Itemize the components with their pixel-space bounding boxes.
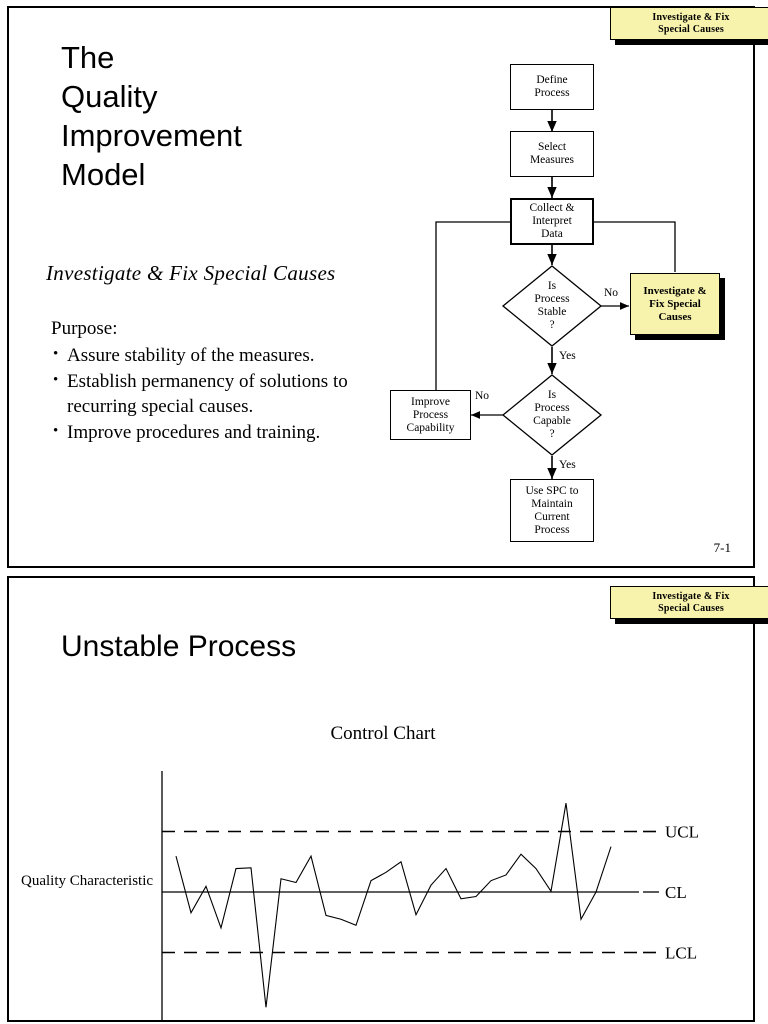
purpose-block: Purpose: Assure stability of the measure… xyxy=(51,316,381,446)
flow-node-investigate-line-3: Causes xyxy=(658,310,692,323)
flow-node-collect-line-2: Interpret xyxy=(532,215,572,227)
corner-banner-investigate-fix: Investigate & Fix Special Causes xyxy=(610,7,768,40)
edge-label-capable-no: No xyxy=(475,390,490,402)
flowchart: investigate --> capable --> improve --> … xyxy=(379,54,749,554)
page-title: Unstable Process xyxy=(61,630,297,663)
chart-y-axis-label: Quality Characteristic xyxy=(21,873,154,889)
flow-node-investigate-line-1: Investigate & xyxy=(643,284,707,297)
flow-node-collect-line-1: Collect & xyxy=(529,202,575,214)
flow-node-capable-line-4: ? xyxy=(549,428,555,440)
chart-limit-label-lcl: LCL xyxy=(665,944,697,963)
title-line-2: Quality xyxy=(61,79,158,114)
control-chart-svg: UCL CL LCL xyxy=(161,771,699,1021)
flow-node-define-process-line-1: Define xyxy=(536,74,568,86)
title-line-3: Improvement xyxy=(61,118,242,153)
flow-node-collect-line-3: Data xyxy=(541,228,563,240)
flow-node-improve-line-1: Improve xyxy=(411,395,450,408)
flow-node-usespc-line-4: Process xyxy=(534,523,570,536)
chart-limit-label-cl: CL xyxy=(665,883,687,902)
corner-banner-investigate-fix: Investigate & Fix Special Causes xyxy=(610,586,768,619)
flow-node-stable-line-3: Stable xyxy=(537,306,567,318)
purpose-bullet-list: Assure stability of the measures. Establ… xyxy=(51,342,381,445)
flow-node-capable-line-3: Capable xyxy=(533,415,571,427)
flow-node-stable-line-2: Process xyxy=(534,293,570,305)
flow-node-investigate-fix-special-causes[interactable]: Investigate & Fix Special Causes xyxy=(630,273,720,335)
edge-label-stable-no: No xyxy=(604,287,619,299)
control-chart: UCL CL LCL xyxy=(9,763,753,1021)
edge-label-capable-yes: Yes xyxy=(559,459,576,471)
flow-node-use-spc-maintain-current-process[interactable]: Use SPC to Maintain Current Process xyxy=(510,479,594,542)
flow-node-select-measures-line-2: Measures xyxy=(529,154,575,166)
flow-node-capable-line-1: Is xyxy=(547,389,557,401)
chart-limit-label-ucl: UCL xyxy=(665,823,699,842)
chart-series-quality-characteristic xyxy=(175,803,612,1008)
slide-unstable-process: Investigate & Fix Special Causes Unstabl… xyxy=(7,576,768,1022)
flow-node-stable-line-1: Is xyxy=(547,280,557,292)
flow-node-select-measures[interactable]: Select Measures xyxy=(510,131,594,177)
flow-node-define-process[interactable]: Define Process xyxy=(510,64,594,110)
page-number: 7-1 xyxy=(713,540,731,555)
banner-line-2: Special Causes xyxy=(658,24,724,35)
flow-node-collect-interpret-data[interactable]: Collect & Interpret Data xyxy=(510,198,594,245)
edge-label-stable-yes: Yes xyxy=(559,350,576,362)
flow-node-define-process-line-2: Process xyxy=(534,87,570,99)
list-item: Improve procedures and training. xyxy=(51,419,381,445)
flow-node-select-measures-line-1: Select xyxy=(537,141,567,153)
flow-node-investigate-line-2: Fix Special xyxy=(649,297,701,310)
flow-node-improve-line-2: Process xyxy=(412,408,449,421)
list-item: Establish permanency of solutions to rec… xyxy=(51,368,381,419)
title-line-1: The xyxy=(61,40,115,75)
flow-node-improve-line-3: Capability xyxy=(406,421,455,434)
flow-node-usespc-line-1: Use SPC to xyxy=(525,484,579,497)
banner-line-2: Special Causes xyxy=(658,603,724,614)
flow-node-is-process-stable[interactable]: Is Process Stable ? xyxy=(503,266,601,346)
list-item: Assure stability of the measures. xyxy=(51,342,381,368)
flowchart-connectors: investigate --> capable --> improve --> … xyxy=(435,110,676,479)
title-line-4: Model xyxy=(61,157,146,192)
slide-quality-improvement-model: Investigate & Fix Special Causes The Qua… xyxy=(7,6,768,568)
flow-node-stable-line-4: ? xyxy=(549,319,555,331)
subtitle: Investigate & Fix Special Causes xyxy=(46,261,336,285)
chart-title: Control Chart xyxy=(330,723,436,744)
page-title: The Quality Improvement Model xyxy=(61,38,391,194)
flow-node-is-process-capable[interactable]: Is Process Capable ? xyxy=(503,375,601,455)
flow-node-usespc-line-3: Current xyxy=(534,510,570,523)
banner-line-1: Investigate & Fix xyxy=(652,591,730,602)
purpose-heading: Purpose: xyxy=(51,318,118,339)
flow-node-capable-line-2: Process xyxy=(534,402,570,414)
flow-node-usespc-line-2: Maintain xyxy=(531,497,573,510)
banner-line-1: Investigate & Fix xyxy=(652,12,730,23)
flow-node-improve-process-capability[interactable]: Improve Process Capability xyxy=(390,390,471,440)
